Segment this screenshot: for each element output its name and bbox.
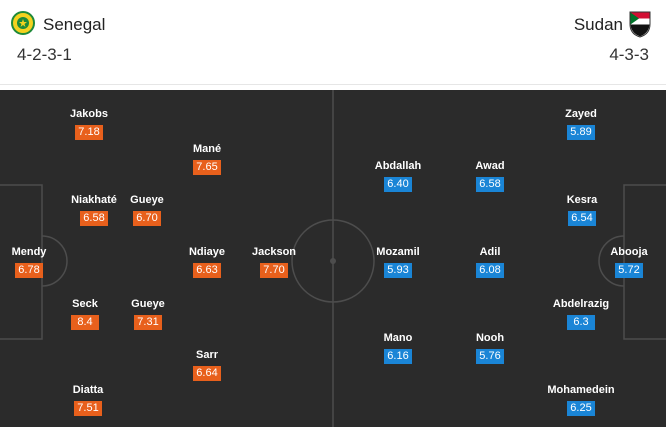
player-rating: 6.3 — [567, 315, 595, 330]
player-name: Gueye — [130, 194, 164, 206]
player-rating: 6.63 — [193, 263, 221, 278]
away-player[interactable]: Kesra 6.54 — [537, 194, 627, 226]
home-player[interactable]: Sarr 6.64 — [162, 349, 252, 381]
away-player[interactable]: Awad 6.58 — [445, 160, 535, 192]
player-rating: 6.08 — [476, 263, 504, 278]
home-player[interactable]: Diatta 7.51 — [43, 384, 133, 416]
sudan-crest-icon — [629, 11, 651, 38]
player-name: Seck — [72, 298, 98, 310]
player-rating: 5.93 — [384, 263, 412, 278]
player-name: Ndiaye — [188, 246, 226, 258]
player-rating: 7.65 — [193, 160, 221, 175]
lineup-header: Senegal 4-2-3-1 Sudan 4-3-3 — [0, 0, 666, 85]
player-name: Abdallah — [374, 160, 422, 172]
home-player[interactable]: Gueye 6.70 — [102, 194, 192, 226]
player-rating: 6.54 — [568, 211, 596, 226]
away-team-name[interactable]: Sudan — [573, 15, 623, 34]
player-name: Gueye — [131, 298, 165, 310]
home-player[interactable]: Seck 8.4 — [40, 298, 130, 330]
away-player[interactable]: Abdallah 6.40 — [353, 160, 443, 192]
player-rating: 6.78 — [15, 263, 43, 278]
player-name: Mendy — [11, 246, 47, 258]
player-name: Niakhaté — [71, 194, 117, 206]
player-name: Mozamil — [376, 246, 420, 258]
away-formation: 4-3-3 — [609, 45, 649, 64]
player-name: Kesra — [566, 194, 598, 206]
player-name: Zayed — [565, 108, 597, 120]
home-player[interactable]: Niakhaté 6.58 — [49, 194, 139, 226]
player-rating: 5.72 — [615, 263, 643, 278]
player-name: Jakobs — [70, 108, 108, 120]
football-pitch: Jakobs 7.18 Mané 7.65 Niakhaté 6.58 Guey… — [0, 90, 666, 427]
home-player[interactable]: Mané 7.65 — [162, 143, 252, 175]
player-rating: 8.4 — [71, 315, 99, 330]
player-rating: 6.58 — [476, 177, 504, 192]
home-player[interactable]: Jakobs 7.18 — [44, 108, 134, 140]
away-player[interactable]: Mohamedein 6.25 — [536, 384, 626, 416]
home-player[interactable]: Gueye 7.31 — [103, 298, 193, 330]
pitch-markings — [0, 90, 666, 427]
player-name: Mano — [383, 332, 413, 344]
player-name: Mané — [192, 143, 222, 155]
player-name: Abdelrazig — [552, 298, 610, 310]
away-player[interactable]: Nooh 5.76 — [445, 332, 535, 364]
away-player[interactable]: Abooja 5.72 — [592, 246, 666, 278]
player-rating: 6.70 — [133, 211, 161, 226]
player-rating: 6.25 — [567, 401, 595, 416]
player-name: Adil — [479, 246, 501, 258]
player-rating: 6.64 — [193, 366, 221, 381]
away-player[interactable]: Abdelrazig 6.3 — [536, 298, 626, 330]
player-rating: 5.89 — [567, 125, 595, 140]
player-name: Awad — [475, 160, 505, 172]
player-name: Sarr — [195, 349, 219, 361]
away-player[interactable]: Adil 6.08 — [445, 246, 535, 278]
away-player[interactable]: Zayed 5.89 — [536, 108, 626, 140]
home-player[interactable]: Mendy 6.78 — [0, 246, 74, 278]
away-player[interactable]: Mozamil 5.93 — [353, 246, 443, 278]
home-formation: 4-2-3-1 — [17, 45, 72, 64]
senegal-crest-icon — [11, 11, 35, 35]
home-team-name[interactable]: Senegal — [43, 15, 106, 34]
player-rating: 6.16 — [384, 349, 412, 364]
player-name: Jackson — [251, 246, 297, 258]
player-rating: 7.31 — [134, 315, 162, 330]
player-name: Abooja — [610, 246, 648, 258]
home-player[interactable]: Ndiaye 6.63 — [162, 246, 252, 278]
player-rating: 5.76 — [476, 349, 504, 364]
player-rating: 7.18 — [75, 125, 103, 140]
player-name: Nooh — [475, 332, 505, 344]
player-rating: 7.70 — [260, 263, 288, 278]
player-name: Mohamedein — [547, 384, 615, 396]
away-player[interactable]: Mano 6.16 — [353, 332, 443, 364]
home-player[interactable]: Jackson 7.70 — [229, 246, 319, 278]
player-rating: 7.51 — [74, 401, 102, 416]
player-rating: 6.40 — [384, 177, 412, 192]
player-name: Diatta — [72, 384, 104, 396]
player-rating: 6.58 — [80, 211, 108, 226]
